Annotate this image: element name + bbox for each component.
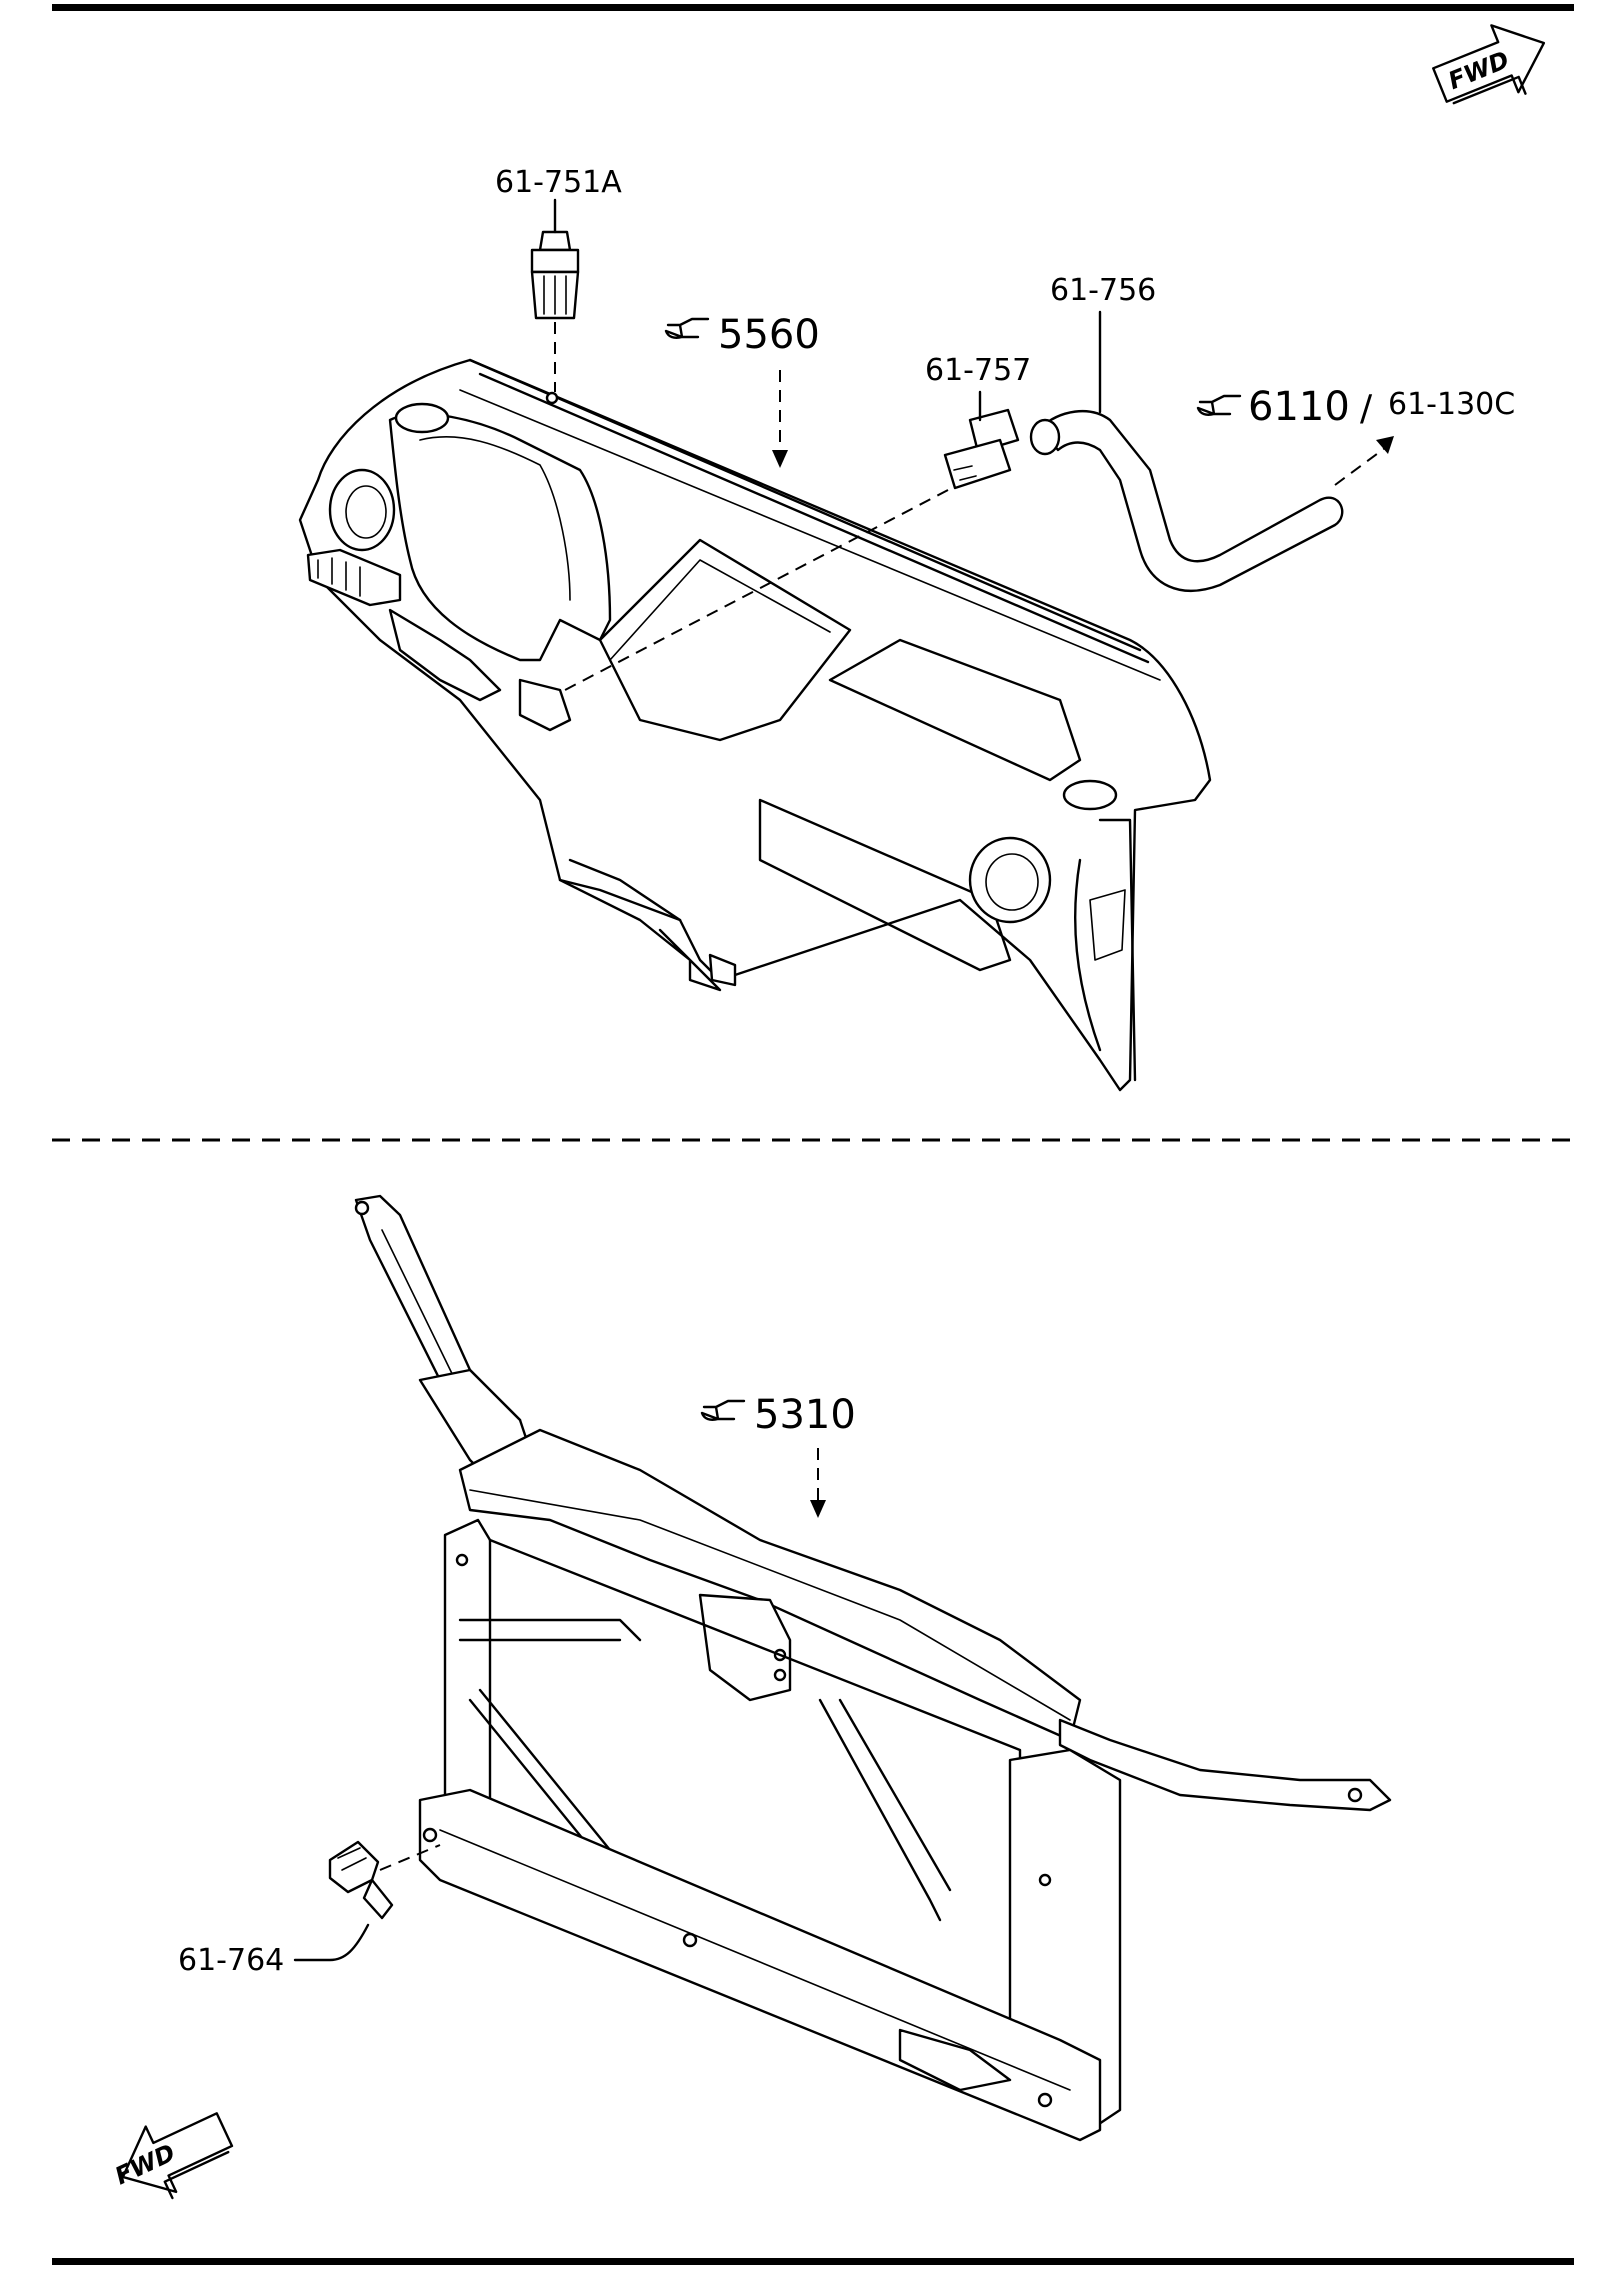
top-border <box>52 4 1574 11</box>
fwd-arrow-icon-top: FWD <box>1432 24 1546 105</box>
pointing-hand-icon <box>700 1399 746 1421</box>
label-61-764: 61-764 <box>178 1943 284 1978</box>
pointing-hand-icon <box>1196 394 1242 416</box>
ref-slash: / <box>1360 388 1373 429</box>
callout-5310: 5310 <box>700 1392 856 1518</box>
callout-6110: 6110 / 61-130C <box>1196 384 1515 430</box>
part-61-764: 61-764 <box>178 1840 441 1978</box>
bottom-border <box>52 2258 1574 2265</box>
callout-5560: 5560 <box>664 312 820 468</box>
label-61-756: 61-756 <box>1050 273 1156 308</box>
fwd-arrow-icon-bottom <box>121 2112 234 2200</box>
part-61-751A: 61-751A <box>495 165 622 392</box>
ref-5310: 5310 <box>754 1392 856 1438</box>
label-61-757: 61-757 <box>925 353 1031 388</box>
radiator-support-frame <box>354 1194 1392 2142</box>
ref-5560: 5560 <box>718 312 820 358</box>
part-61-757: 61-757 <box>564 353 1031 691</box>
label-61-130C: 61-130C <box>1388 387 1515 422</box>
pointing-hand-icon <box>664 317 710 339</box>
part-61-756: 61-756 <box>1029 273 1394 592</box>
label-61-751A: 61-751A <box>495 165 622 200</box>
dashboard-panel <box>298 358 1212 1092</box>
ref-6110: 6110 <box>1248 384 1350 430</box>
